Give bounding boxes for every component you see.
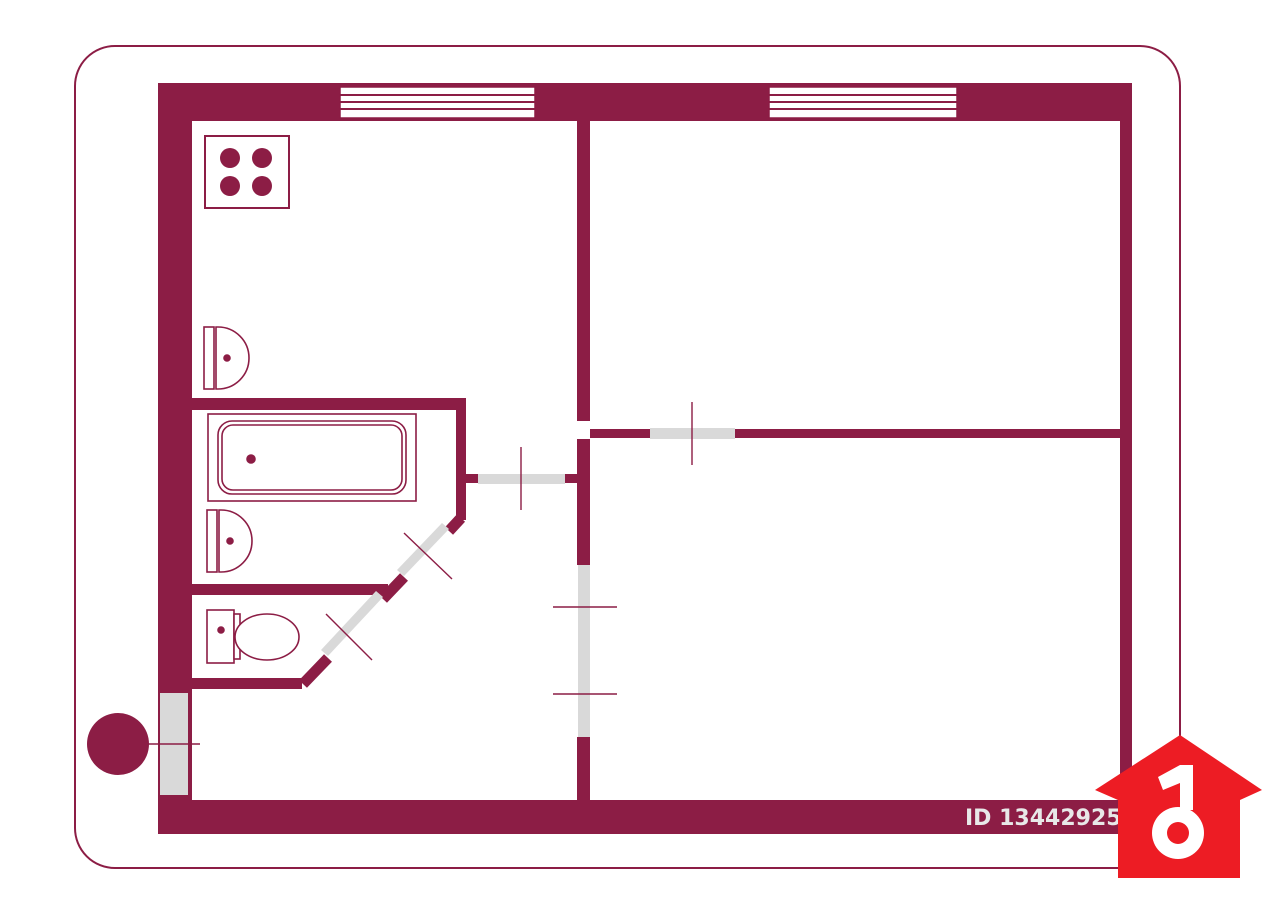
interior-doors [321,428,735,737]
kitchen-sink-icon [203,326,250,390]
entrance-marker [87,713,149,775]
listing-id-watermark: ID 13442925 [965,806,1122,831]
interior-walls [192,121,1120,800]
toilet-icon [206,609,300,664]
door-markers [325,402,693,695]
window-left [339,86,536,119]
outer-walls [158,83,1132,834]
window-right [768,86,958,119]
diagonal-walls [299,514,466,688]
stove-icon [204,135,290,209]
plan-border [74,45,1181,869]
bathroom-sink-icon [206,509,253,573]
bathtub-icon [207,413,417,502]
house-key-logo [1095,735,1262,878]
